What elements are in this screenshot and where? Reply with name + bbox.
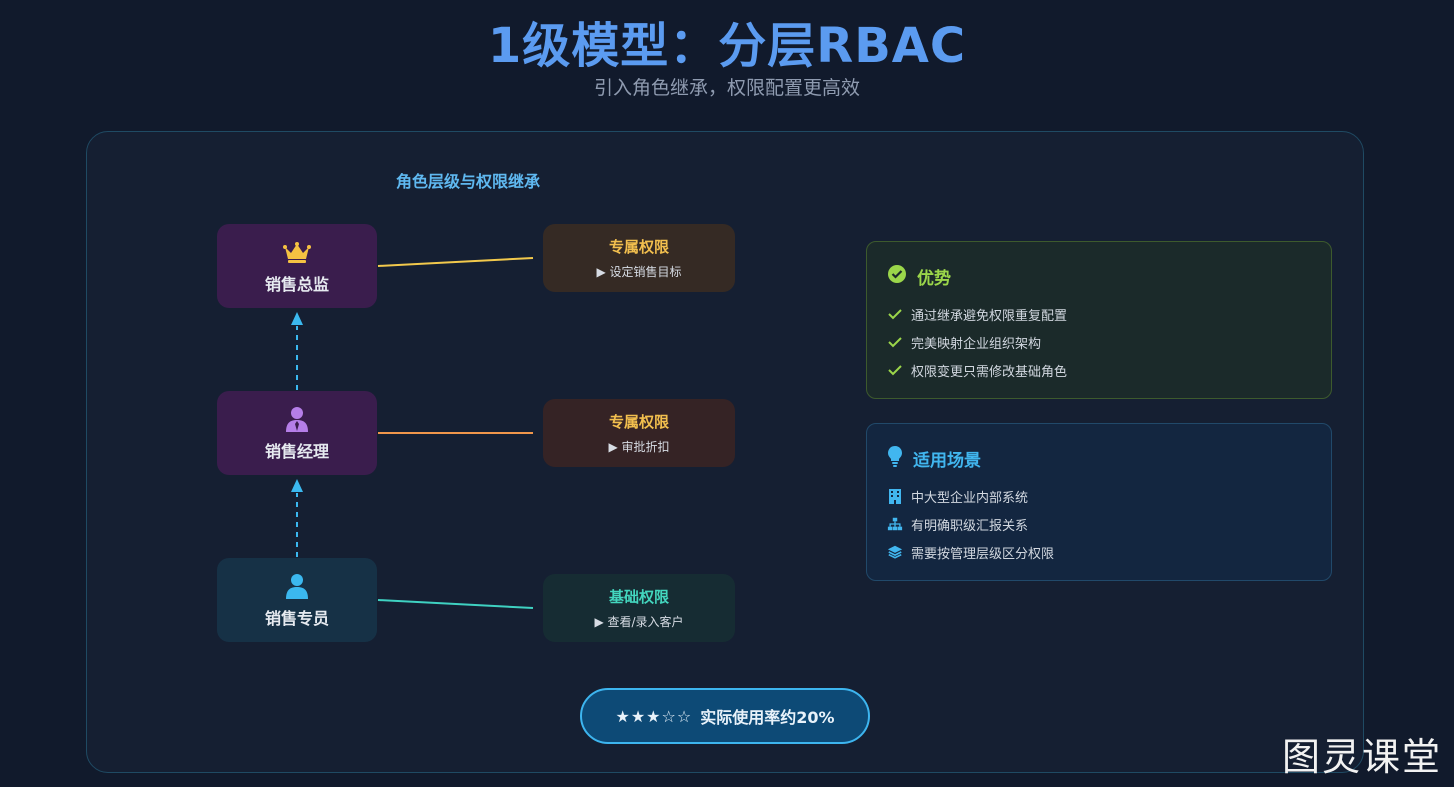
check-circle-icon (887, 264, 907, 288)
list-item: 有明确职级汇报关系 (887, 510, 1311, 538)
permission-item: ▶ 设定销售目标 (596, 265, 682, 279)
star-rating-empty: ☆☆ (661, 706, 693, 726)
advantage-text: 通过继承避免权限重复配置 (911, 308, 1068, 324)
role-sales-staff: 销售专员 (217, 558, 377, 642)
permission-title: 专属权限 (608, 238, 669, 256)
permission-staff: 基础权限 ▶ 查看/录入客户 (543, 574, 735, 642)
inherit-arrowhead-upper (291, 312, 303, 325)
crown-icon (283, 238, 311, 266)
user-icon (285, 572, 309, 600)
advantage-text: 权限变更只需修改基础角色 (911, 364, 1068, 380)
role-sales-manager: 销售经理 (217, 391, 377, 475)
diagram-heading: 角色层级与权限继承 (396, 172, 541, 191)
star-rating-filled: ★★★ (615, 706, 662, 726)
permission-manager: 专属权限 ▶ 审批折扣 (543, 399, 735, 467)
lightbulb-icon (887, 445, 903, 471)
use-cases-title: 适用场景 (913, 450, 981, 471)
inherit-arrowhead-lower (291, 479, 303, 492)
use-cases-list: 中大型企业内部系统 有明确职级汇报关系 需要按管理层级区分权限 (887, 482, 1311, 566)
role-label: 销售经理 (264, 441, 329, 461)
list-item: 需要按管理层级区分权限 (887, 538, 1311, 566)
role-sales-director: 销售总监 (217, 224, 377, 308)
permission-title: 专属权限 (608, 413, 669, 431)
role-label: 销售专员 (264, 608, 329, 628)
check-icon (887, 306, 903, 322)
list-item: 权限变更只需修改基础角色 (887, 356, 1311, 384)
use-case-text: 有明确职级汇报关系 (911, 518, 1029, 534)
permission-item: ▶ 查看/录入客户 (594, 615, 684, 629)
usage-label: 实际使用率约20% (700, 708, 835, 727)
use-cases-card: 适用场景 中大型企业内部系统 有明确职级汇报关系 需要按管理层级区分权限 (866, 423, 1332, 581)
permission-item: ▶ 审批折扣 (608, 440, 670, 454)
advantage-text: 完美映射企业组织架构 (911, 336, 1042, 352)
building-icon (887, 488, 903, 504)
check-icon (887, 362, 903, 378)
list-item: 中大型企业内部系统 (887, 482, 1311, 510)
list-item: 完美映射企业组织架构 (887, 328, 1311, 356)
user-tie-icon (285, 405, 309, 433)
layers-icon (887, 544, 903, 560)
watermark-text: 图灵课堂 (1281, 735, 1442, 779)
page-title: 1级模型：分层RBAC (487, 18, 967, 74)
advantages-title: 优势 (917, 268, 951, 289)
role-label: 销售总监 (264, 274, 329, 294)
use-case-text: 需要按管理层级区分权限 (911, 546, 1055, 562)
org-chart-icon (887, 516, 903, 532)
page-subtitle: 引入角色继承，权限配置更高效 (593, 77, 860, 99)
check-icon (887, 334, 903, 350)
advantages-card: 优势 通过继承避免权限重复配置 完美映射企业组织架构 权限变更只需修改基础角色 (866, 241, 1332, 399)
advantages-list: 通过继承避免权限重复配置 完美映射企业组织架构 权限变更只需修改基础角色 (887, 300, 1311, 384)
permission-director: 专属权限 ▶ 设定销售目标 (543, 224, 735, 292)
use-case-text: 中大型企业内部系统 (911, 490, 1029, 506)
link-director-perm (377, 257, 534, 267)
permission-title: 基础权限 (608, 588, 669, 606)
link-staff-perm (377, 599, 534, 609)
usage-rating-badge: ★★★ ☆☆ 实际使用率约20% (580, 688, 870, 744)
list-item: 通过继承避免权限重复配置 (887, 300, 1311, 328)
